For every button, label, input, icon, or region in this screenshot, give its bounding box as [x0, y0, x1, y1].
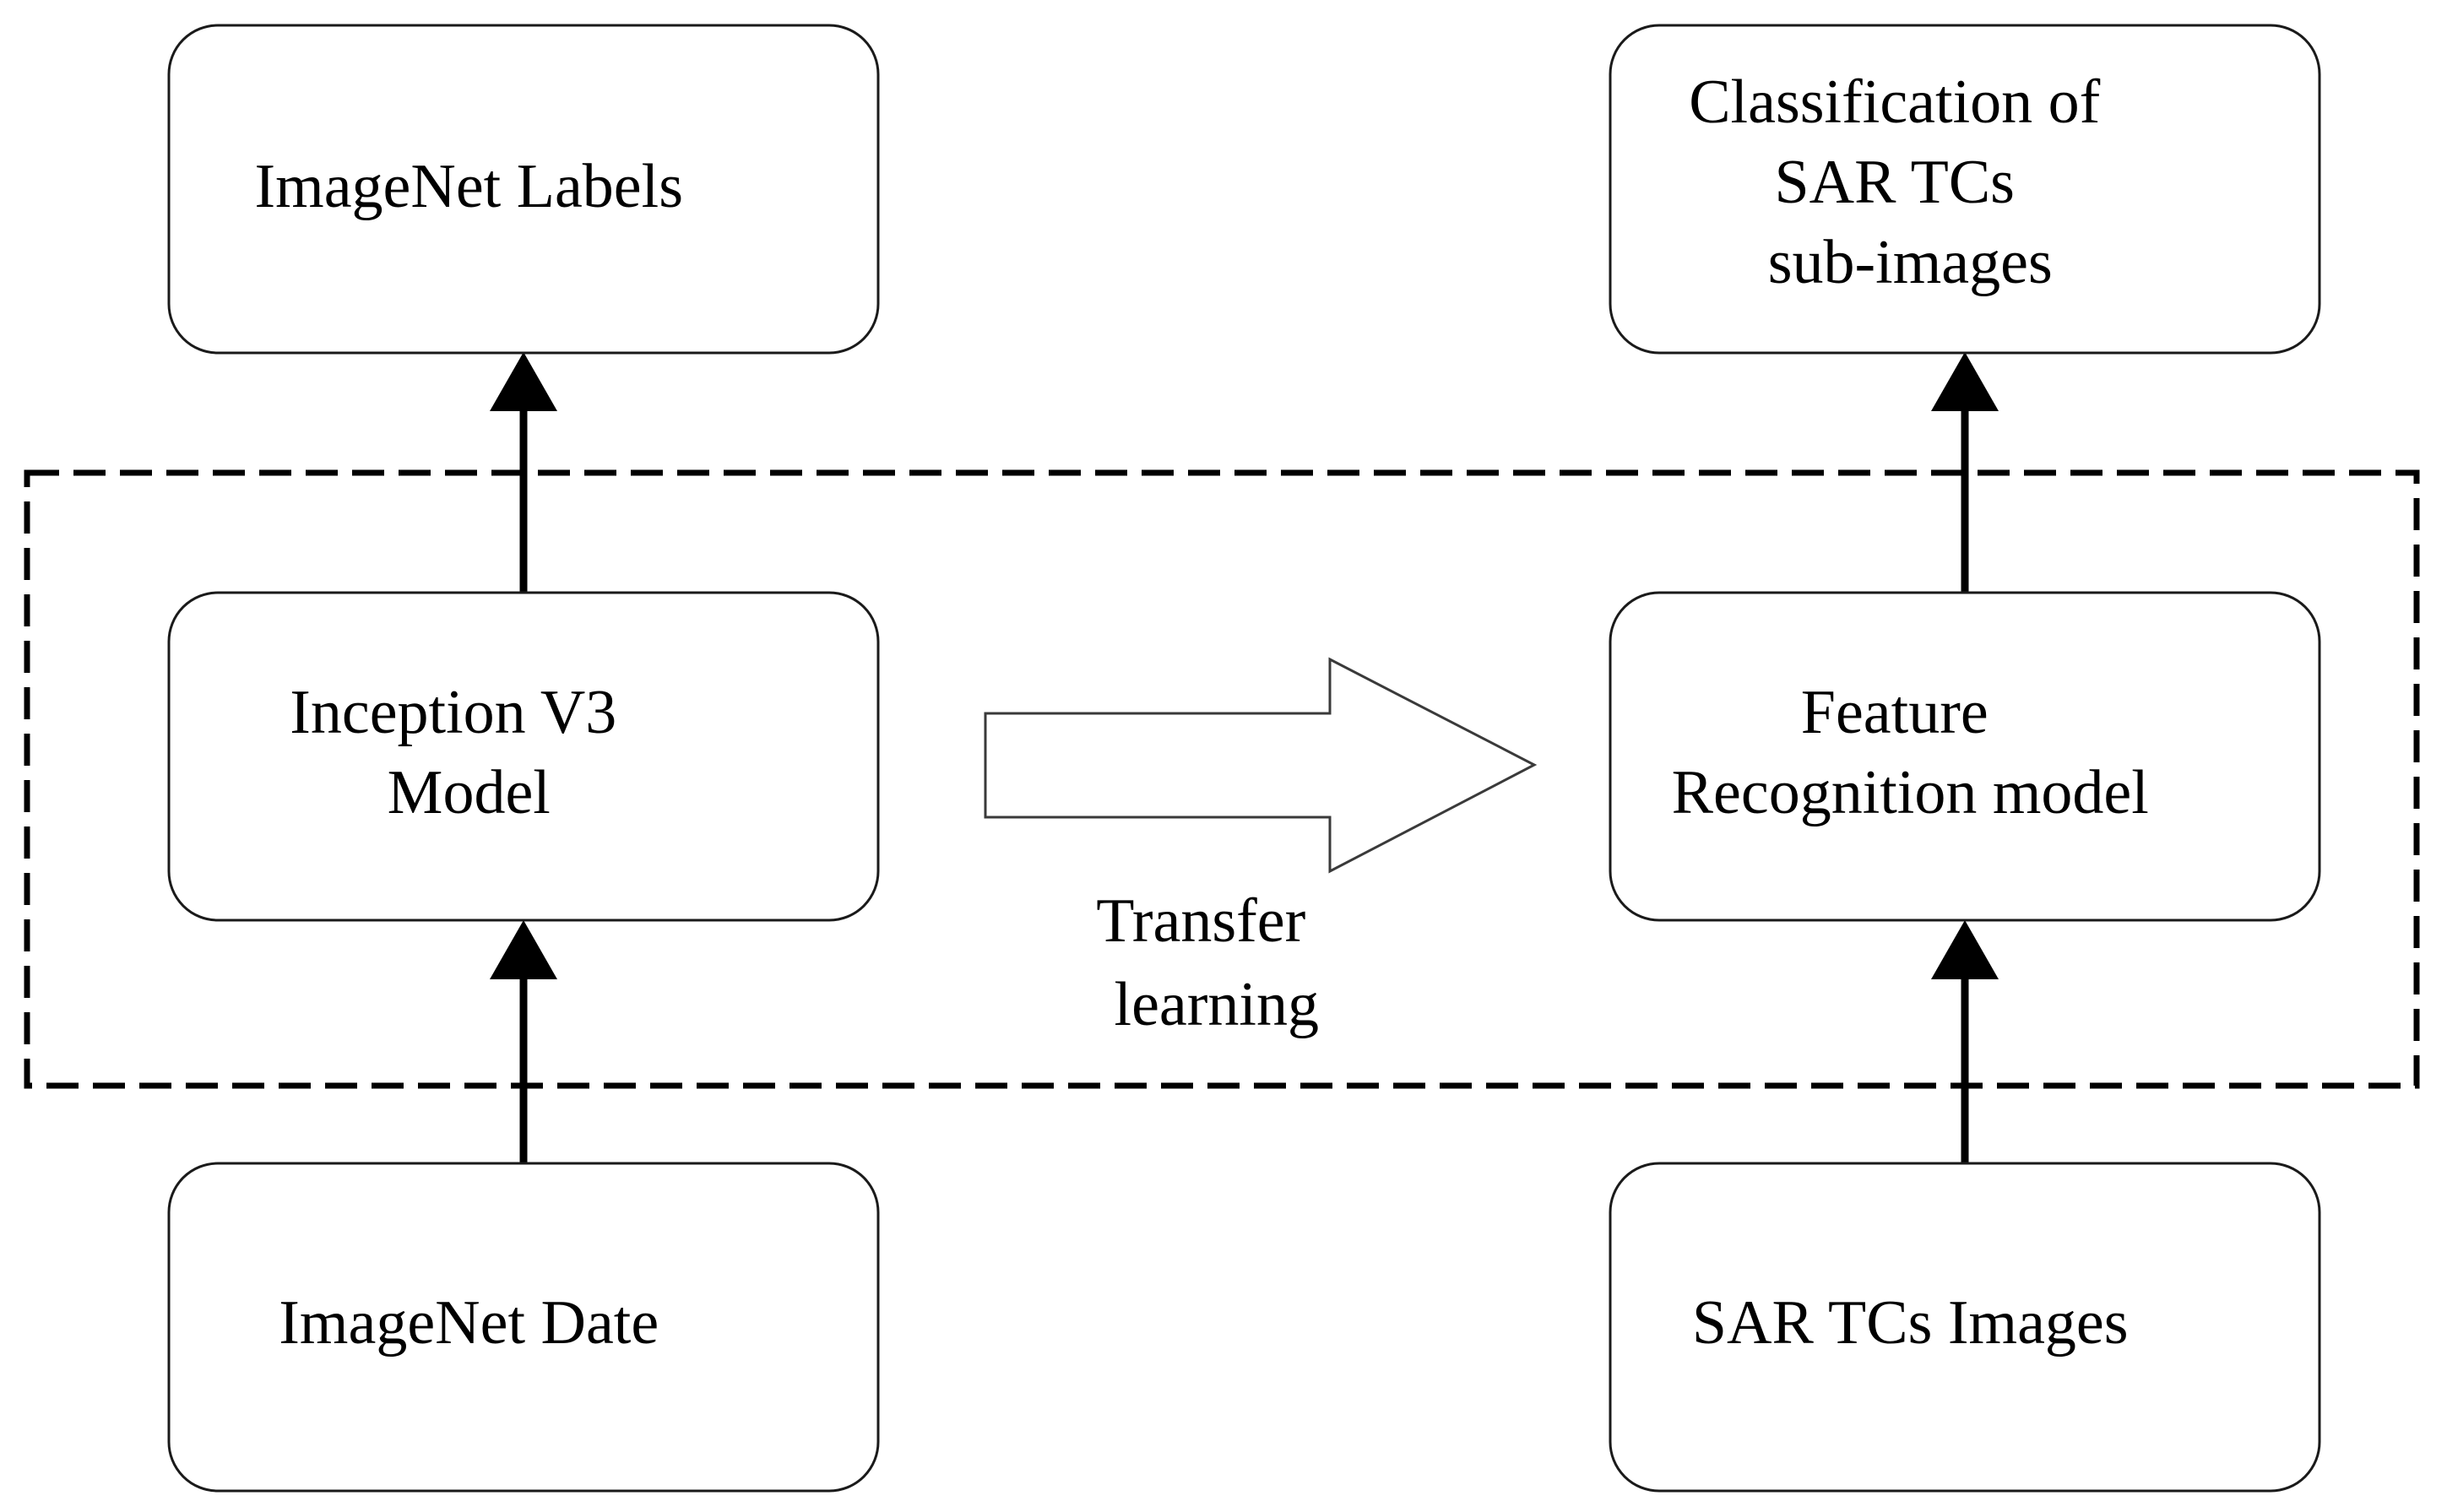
node-inception-v3-model-label: Inception V3 Model — [290, 678, 757, 827]
arrow-head-icon — [1931, 920, 1999, 979]
node-classification-sar-tcs-label: Classification of SAR TCs sub-images — [1689, 68, 2241, 297]
node-label-line: ImageNet Date — [279, 1288, 659, 1358]
node-feature-recognition-model[interactable]: Feature Recognition model — [1609, 591, 2321, 922]
node-feature-recognition-model-box[interactable] — [1609, 591, 2321, 922]
node-label-line: ImageNet Labels — [255, 152, 684, 221]
node-imagenet-labels-label: ImageNet Labels — [255, 152, 793, 221]
node-label-line: SAR TCs Images — [1692, 1288, 2129, 1358]
node-imagenet-date[interactable]: ImageNet Date — [167, 1162, 880, 1493]
node-classification-sar-tcs-box[interactable] — [1609, 24, 2321, 355]
transfer-learning-label-line: Transfer — [1096, 886, 1305, 956]
node-label-line: Model — [388, 758, 551, 827]
node-label-line: SAR TCs — [1775, 148, 2015, 217]
node-imagenet-date-box[interactable] — [167, 1162, 880, 1493]
node-imagenet-labels-box[interactable] — [167, 24, 880, 355]
transfer-learning-block-arrow-icon — [984, 657, 1538, 874]
node-sar-tcs-images-label: SAR TCs Images — [1692, 1288, 2238, 1358]
arrow-imagenet-date-to-inception — [490, 920, 557, 1163]
node-label-line: Recognition model — [1672, 758, 2149, 827]
node-sar-tcs-images[interactable]: SAR TCs Images — [1609, 1162, 2321, 1493]
node-sar-tcs-images-box[interactable] — [1609, 1162, 2321, 1493]
node-inception-v3-model-box[interactable] — [167, 591, 880, 922]
node-inception-v3-model[interactable]: Inception V3 Model — [167, 591, 880, 922]
arrow-head-icon — [1931, 352, 1999, 411]
node-imagenet-date-label: ImageNet Date — [279, 1288, 768, 1358]
arrow-feature-recognition-to-classification — [1931, 352, 1999, 593]
dashed-group-box — [24, 469, 2420, 1089]
node-feature-recognition-model-label: Feature Recognition model — [1672, 678, 2259, 827]
arrow-head-icon — [490, 920, 557, 979]
arrow-head-icon — [490, 352, 557, 411]
transfer-learning-label: Transfer learning — [1096, 886, 1415, 1039]
node-label-line: sub-images — [1768, 228, 2053, 297]
node-imagenet-labels[interactable]: ImageNet Labels — [167, 24, 880, 355]
node-label-line: Classification of — [1689, 68, 2100, 137]
arrow-sar-images-to-feature-recognition — [1931, 920, 1999, 1163]
node-label-line: Inception V3 — [290, 678, 616, 747]
node-label-line: Feature — [1801, 678, 1989, 747]
transfer-learning-label-line: learning — [1115, 970, 1319, 1039]
node-classification-sar-tcs[interactable]: Classification of SAR TCs sub-images — [1609, 24, 2321, 355]
arrow-inception-to-imagenet-labels — [490, 352, 557, 593]
